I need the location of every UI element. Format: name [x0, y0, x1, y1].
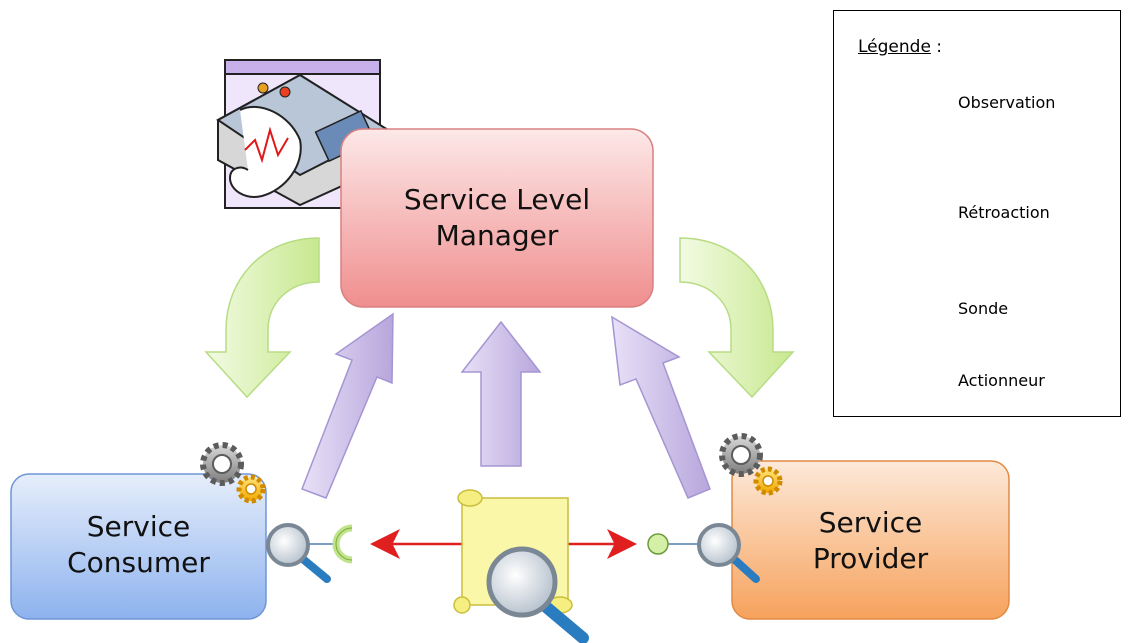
consumer-label-line1: Service [86, 510, 191, 543]
manager-label: Service Level Manager [341, 182, 653, 254]
consumer-label: Service Consumer [11, 509, 266, 581]
legend-title-text: Légende [858, 37, 931, 57]
provider-actuator-icon [719, 433, 783, 496]
legend-title: Légende : [858, 37, 942, 57]
legend-label-sonde: Sonde [958, 299, 1009, 318]
consumer-label-line2: Consumer [67, 546, 210, 579]
legend-title-suffix: : [930, 37, 943, 57]
provider-probe-icon [697, 523, 760, 583]
legend-label-actionneur: Actionneur [958, 371, 1045, 390]
consumer-probe-icon [266, 523, 331, 583]
consumer-actuator-icon [200, 442, 266, 504]
provider-label-line2: Provider [812, 542, 929, 575]
legend: Légende : Observation Rétroaction Sonde … [833, 10, 1121, 417]
legend-label-retroaction: Rétroaction [958, 203, 1050, 222]
provider-lollipop-icon [647, 533, 705, 555]
contract-magnifier-icon [486, 546, 589, 643]
observation-arrow-left [301, 312, 394, 499]
provider-label: Service Provider [732, 505, 1009, 577]
legend-label-observation: Observation [958, 93, 1056, 112]
manager-label-line1: Service Level [403, 183, 591, 216]
retroaction-arrow-right [679, 237, 795, 399]
manager-label-line2: Manager [435, 219, 559, 252]
consumer-box [10, 473, 267, 620]
provider-label-line1: Service [818, 506, 923, 539]
manager-box [340, 128, 654, 308]
retroaction-arrow-left [204, 237, 320, 399]
observation-arrow-right [611, 315, 711, 499]
observation-arrow-center [460, 320, 542, 467]
